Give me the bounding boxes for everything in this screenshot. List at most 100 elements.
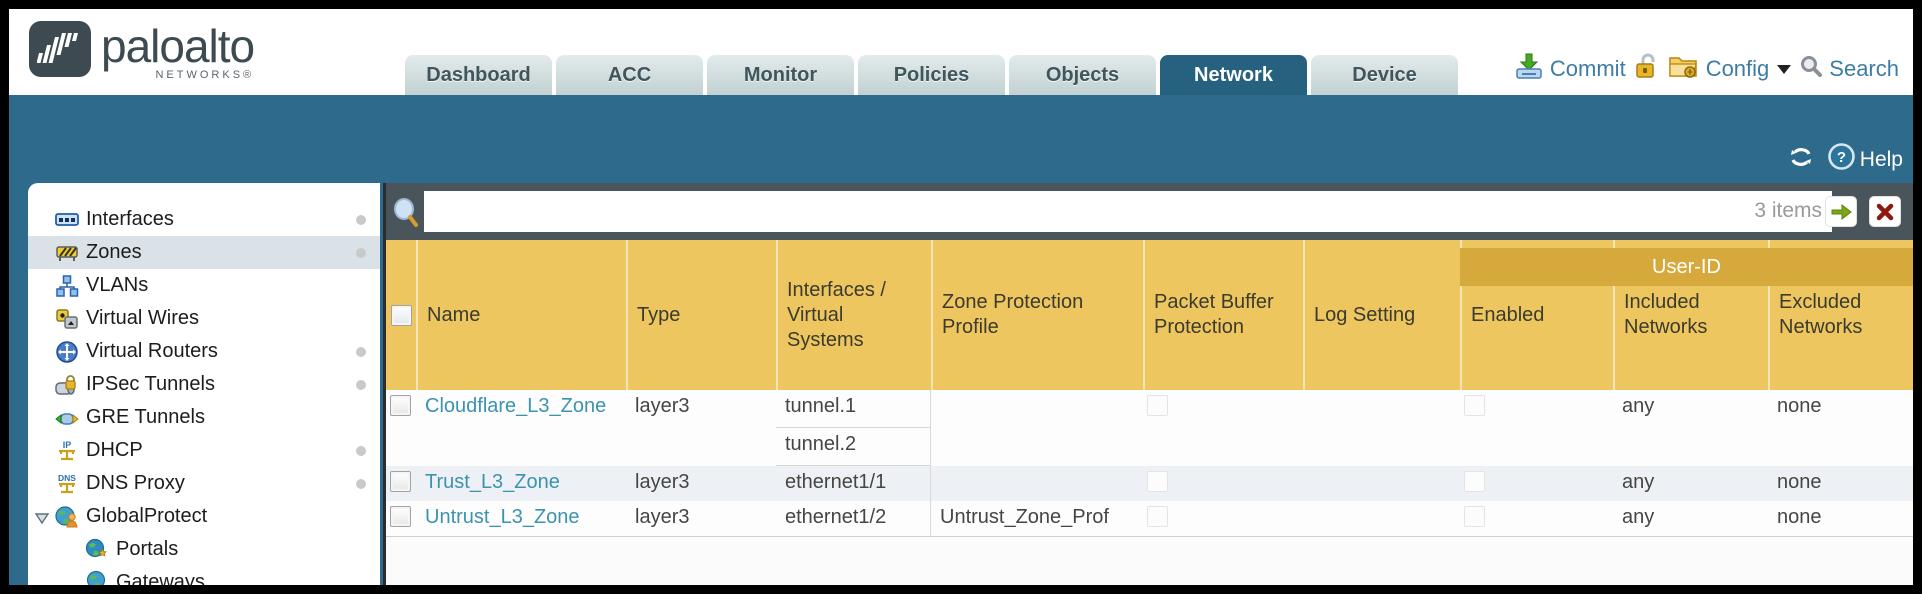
tab-dashboard[interactable]: Dashboard	[405, 55, 552, 95]
row-checkbox[interactable]	[390, 506, 411, 527]
log-setting-cell	[1303, 466, 1460, 501]
sidebar-item-ipsec-tunnels[interactable]: IPSec Tunnels	[28, 368, 380, 401]
sidebar-item-label: GRE Tunnels	[86, 406, 205, 428]
status-dot	[356, 214, 366, 225]
sidebar-item-interfaces[interactable]: Interfaces	[28, 203, 380, 236]
help-label: Help	[1859, 147, 1903, 171]
refresh-button[interactable]	[1788, 145, 1814, 175]
status-dot	[356, 478, 366, 489]
column-header-name[interactable]: Name	[416, 240, 626, 390]
user-id-enabled-cell	[1460, 501, 1613, 536]
included-networks-value: any	[1622, 471, 1655, 493]
column-header-enabled[interactable]: Enabled	[1460, 240, 1613, 390]
interfaces-cell: ethernet1/2	[776, 501, 931, 536]
sidebar-item-dhcp[interactable]: IP DHCP	[28, 434, 380, 467]
type-value: layer3	[635, 506, 690, 528]
packet-buffer-protection-checkbox	[1147, 471, 1168, 492]
red-x-icon	[1876, 203, 1894, 220]
zone-name-link[interactable]: Trust_L3_Zone	[425, 471, 560, 493]
expander-icon[interactable]	[34, 509, 50, 525]
sidebar-item-label: Zones	[86, 241, 142, 263]
refresh-icon	[1788, 145, 1814, 175]
help-icon: ?	[1827, 143, 1855, 176]
type-value: layer3	[635, 471, 690, 493]
tab-objects[interactable]: Objects	[1009, 55, 1156, 95]
interface-cell: ethernet1/1	[776, 466, 931, 501]
tab-acc[interactable]: ACC	[556, 55, 703, 95]
row-checkbox[interactable]	[390, 471, 411, 492]
type-cell: layer3	[626, 501, 776, 536]
status-dot	[356, 247, 366, 258]
sidebar-item-virtual-routers[interactable]: Virtual Routers	[28, 335, 380, 368]
column-header-interfaces-virtual-systems[interactable]: Interfaces / Virtual Systems	[776, 240, 931, 390]
sidebar-item-zones[interactable]: Zones	[28, 236, 380, 269]
column-header-zone-protection-profile[interactable]: Zone Protection Profile	[931, 240, 1143, 390]
sidebar-item-gre-tunnels[interactable]: GRE Tunnels	[28, 401, 380, 434]
dhcp-icon: IP	[55, 439, 79, 463]
packet-buffer-protection-cell	[1143, 501, 1303, 536]
sidebar-item-globalprotect[interactable]: GlobalProtect	[28, 500, 380, 533]
filter-bar: 3 items	[386, 183, 1913, 240]
interface-value: tunnel.2	[785, 433, 857, 455]
commit-button[interactable]: Commit	[1514, 52, 1626, 86]
sidebar-item-dns-proxy[interactable]: DNS DNS Proxy	[28, 467, 380, 500]
select-all-checkbox-cell	[386, 240, 416, 390]
clear-filter-button[interactable]	[1869, 196, 1901, 227]
packet-buffer-protection-cell	[1143, 390, 1303, 466]
row-checkbox[interactable]	[390, 395, 411, 416]
sidebar-item-vlans[interactable]: VLANs	[28, 269, 380, 302]
excluded-networks-cell: none	[1768, 501, 1913, 536]
column-header-type[interactable]: Type	[626, 240, 776, 390]
user-id-enabled-checkbox	[1464, 506, 1485, 527]
green-arrow-icon	[1831, 203, 1852, 220]
included-networks-value: any	[1622, 395, 1655, 417]
sidebar-item-label: DHCP	[86, 439, 143, 461]
lock-button[interactable]	[1634, 52, 1660, 86]
user-id-enabled-checkbox	[1464, 395, 1485, 416]
excluded-networks-value: none	[1777, 471, 1822, 493]
tab-device[interactable]: Device	[1311, 55, 1458, 95]
name-cell: Cloudflare_L3_Zone	[416, 390, 626, 466]
zone-protection-profile-cell	[931, 390, 1143, 466]
filter-input[interactable]	[424, 191, 1832, 232]
column-header-excluded-networks[interactable]: Excluded Networks	[1768, 240, 1913, 390]
select-all-checkbox[interactable]	[390, 304, 412, 326]
type-value: layer3	[635, 395, 690, 417]
help-button[interactable]: ? Help	[1827, 143, 1903, 176]
virtual-wires-icon	[55, 307, 79, 331]
column-header-included-networks[interactable]: Included Networks	[1613, 240, 1768, 390]
tab-policies[interactable]: Policies	[858, 55, 1005, 95]
sidebar-item-label: DNS Proxy	[86, 472, 185, 494]
sidebar-item-label: Virtual Routers	[86, 340, 218, 362]
packet-buffer-protection-checkbox	[1147, 506, 1168, 527]
search-button[interactable]: Search	[1799, 54, 1899, 84]
svg-text:DNS: DNS	[58, 473, 76, 483]
config-menu-button[interactable]: Config	[1668, 52, 1792, 86]
tab-monitor[interactable]: Monitor	[707, 55, 854, 95]
status-dot	[356, 346, 366, 357]
interfaces-icon	[55, 208, 79, 232]
sidebar-item-virtual-wires[interactable]: Virtual Wires	[28, 302, 380, 335]
sidebar-item-gateways[interactable]: Gateways	[28, 566, 380, 585]
tab-network[interactable]: Network	[1160, 55, 1307, 95]
column-header-log-setting[interactable]: Log Setting	[1303, 240, 1460, 390]
user-id-enabled-cell	[1460, 390, 1613, 466]
apply-filter-button[interactable]	[1825, 196, 1857, 227]
sidebar-item-portals[interactable]: Portals	[28, 533, 380, 566]
sidebar-item-label: Gateways	[116, 571, 205, 585]
column-header-packet-buffer-protection[interactable]: Packet Buffer Protection	[1143, 240, 1303, 390]
zone-name-link[interactable]: Untrust_L3_Zone	[425, 506, 580, 528]
interface-cell: ethernet1/2	[776, 501, 931, 536]
unlocked-padlock-icon	[1634, 52, 1660, 86]
name-cell: Trust_L3_Zone	[416, 466, 626, 501]
gateways-icon	[85, 570, 109, 585]
packet-buffer-protection-cell	[1143, 466, 1303, 501]
config-folder-key-icon	[1668, 52, 1700, 86]
sidebar-item-label: Portals	[116, 538, 179, 560]
zone-name-link[interactable]: Cloudflare_L3_Zone	[425, 395, 607, 417]
